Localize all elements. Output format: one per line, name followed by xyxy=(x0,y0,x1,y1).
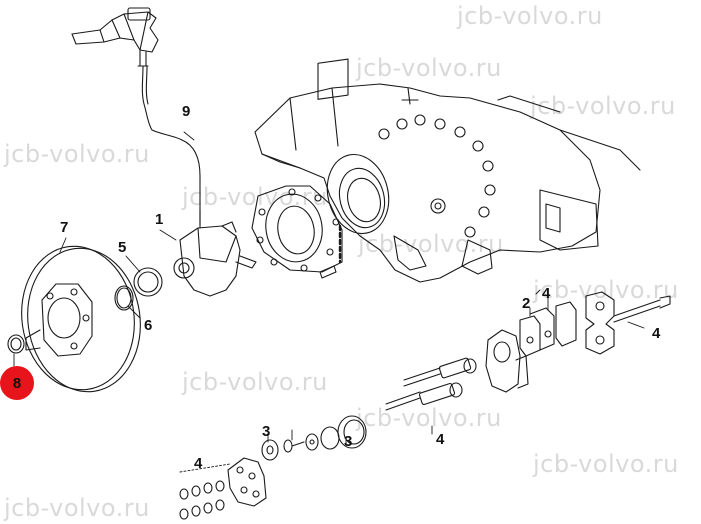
caliper-bracket-right xyxy=(585,291,615,355)
callout-label: 4 xyxy=(436,431,445,448)
watermark-text: jcb-volvo.ru xyxy=(533,450,679,478)
brake-disc xyxy=(21,245,141,393)
callout-label: 6 xyxy=(144,317,153,334)
watermark-text: jcb-volvo.ru xyxy=(356,54,502,82)
caliper-mount-plate xyxy=(251,185,343,279)
washer-set xyxy=(179,480,225,520)
callout-label: 4 xyxy=(194,455,203,472)
callout-label: 2 xyxy=(522,295,531,312)
watermark-text: jcb-volvo.ru xyxy=(4,494,150,522)
watermark-text: jcb-volvo.ru xyxy=(530,92,676,120)
callout-label: 3 xyxy=(344,433,353,450)
watermark-text: jcb-volvo.ru xyxy=(533,276,679,304)
o-ring-6 xyxy=(114,285,134,311)
callout-label: 7 xyxy=(60,219,69,236)
lower-caliper-piece xyxy=(227,457,267,507)
watermark-text: jcb-volvo.ru xyxy=(356,404,502,432)
callout-label: 1 xyxy=(155,211,164,228)
highlight-label: 8 xyxy=(12,374,22,392)
piston-seal-set xyxy=(261,415,367,461)
callout-label: 5 xyxy=(118,239,127,256)
watermark-text: jcb-volvo.ru xyxy=(4,140,150,168)
highlight-badge[interactable]: 8 xyxy=(0,366,34,400)
caliper-housing-lower xyxy=(485,329,529,393)
watermark-text: jcb-volvo.ru xyxy=(457,2,603,30)
wear-sensor-cable xyxy=(71,7,201,226)
callout-label: 4 xyxy=(542,285,551,302)
callout-label: 3 xyxy=(262,423,271,440)
brake-caliper-assembly xyxy=(173,209,257,297)
long-bolt-right xyxy=(613,295,671,323)
brake-pads xyxy=(519,301,577,357)
leader-lines xyxy=(13,131,645,473)
seal-ring-8 xyxy=(7,334,25,354)
callout-label: 4 xyxy=(652,325,661,342)
watermark-text: jcb-volvo.ru xyxy=(182,368,328,396)
guide-pins xyxy=(385,357,477,411)
axle-housing xyxy=(254,58,641,283)
seal-ring-5 xyxy=(133,267,163,297)
callout-label: 9 xyxy=(182,103,191,120)
